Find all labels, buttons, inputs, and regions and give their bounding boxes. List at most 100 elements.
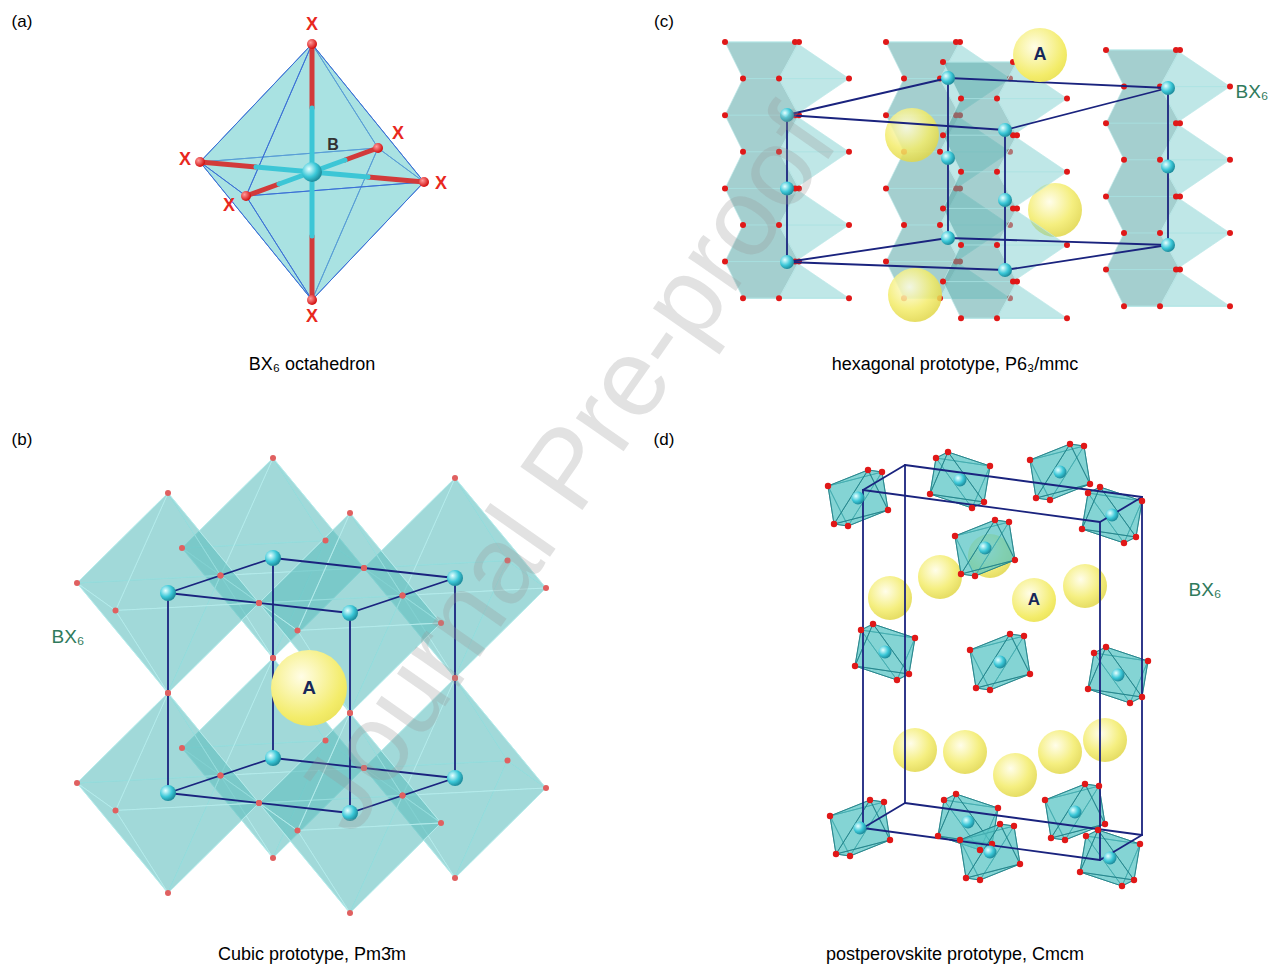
b-atom — [1112, 669, 1125, 682]
x-atom — [1012, 557, 1018, 563]
unit-cell-edge — [350, 778, 455, 813]
x-atom — [1131, 877, 1137, 883]
panel-letter: (c) — [654, 13, 674, 32]
a-atom — [1083, 718, 1127, 762]
octahedron-face — [830, 800, 870, 854]
unit-cell-edge — [1005, 88, 1168, 130]
a-atom — [885, 108, 939, 162]
x-atom — [1064, 96, 1070, 102]
b-atom — [342, 805, 358, 821]
x-atom — [361, 565, 367, 571]
octahedron-face — [200, 44, 312, 196]
x-atom — [969, 505, 975, 511]
chain-face — [779, 42, 849, 298]
x-atom — [1048, 835, 1054, 841]
x-atom — [1085, 686, 1091, 692]
panel-b-cubic — [74, 455, 549, 916]
x-atom — [165, 890, 171, 896]
x-atom — [347, 510, 353, 516]
x-atom — [1042, 797, 1048, 803]
x-atom — [977, 877, 983, 883]
unit-cell-edge — [1100, 497, 1142, 522]
x-atom — [165, 690, 171, 696]
x-atom — [987, 463, 993, 469]
x-atom — [958, 571, 964, 577]
atom-label: X — [392, 124, 404, 144]
unit-cell-edge — [905, 465, 1142, 497]
x-atom — [865, 467, 871, 473]
bx6-octahedron — [1030, 444, 1090, 500]
a-atom — [943, 730, 987, 774]
x-atom — [912, 635, 918, 641]
x-atom — [1102, 821, 1108, 827]
b-atom — [879, 646, 892, 659]
octahedron-face — [1045, 784, 1085, 838]
x-atom — [1103, 644, 1109, 650]
x-atom — [1227, 303, 1233, 309]
x-atom — [400, 593, 406, 599]
x-atom — [1010, 279, 1016, 285]
octahedron-face — [970, 634, 1010, 688]
x-atom — [1017, 861, 1023, 867]
x-atom — [740, 222, 746, 228]
shared-face-edge — [886, 261, 956, 262]
chain-face — [886, 42, 960, 298]
x-atom — [256, 600, 262, 606]
b-atom — [1069, 806, 1082, 819]
shared-face-edge — [886, 42, 956, 43]
x-atom — [1227, 157, 1233, 163]
atom-label: A — [302, 678, 316, 699]
x-atom — [113, 808, 119, 814]
unit-cell-edge — [168, 793, 350, 813]
x-atom — [997, 821, 1003, 827]
watermark: Journal Pre-proof — [272, 85, 859, 851]
b-atom — [979, 542, 992, 555]
unit-cell-edge — [863, 490, 1100, 522]
x-atom — [881, 799, 887, 805]
x-atom — [1091, 650, 1097, 656]
x-atom — [256, 800, 262, 806]
shared-face-edge — [961, 171, 1067, 172]
atom-label: X — [435, 174, 447, 194]
x-atom — [295, 628, 301, 634]
x-atom — [722, 185, 728, 191]
atom-label: X — [306, 15, 318, 35]
bond — [246, 184, 279, 196]
face-sharing-chain — [722, 39, 852, 301]
x-atom — [953, 791, 959, 797]
x-atom — [323, 738, 329, 744]
x-atom — [940, 59, 946, 65]
b-atom — [998, 193, 1012, 207]
x-atom — [1157, 230, 1163, 236]
shared-face-edge — [1106, 123, 1176, 124]
octahedron-face — [259, 803, 350, 913]
shared-face-edge — [1106, 269, 1176, 270]
x-atom — [1103, 267, 1109, 273]
caption: hexagonal prototype, P6₃/mmc — [832, 355, 1078, 375]
bx6-octahedron — [970, 634, 1030, 690]
x-atom — [901, 222, 907, 228]
unit-cell-edge — [904, 465, 906, 803]
octahedron-face — [960, 824, 1000, 878]
x-atom — [958, 96, 964, 102]
x-atom — [933, 455, 939, 461]
x-atom — [1133, 534, 1139, 540]
x-atom — [1173, 267, 1179, 273]
x-atom — [400, 793, 406, 799]
x-atom — [981, 499, 987, 505]
b-atom — [780, 108, 794, 122]
chain-face — [1160, 50, 1230, 306]
b-atom — [160, 585, 176, 601]
shared-face-edge — [725, 42, 795, 43]
x-atom — [270, 455, 276, 461]
shared-face-edge — [743, 225, 849, 226]
x-atom — [195, 157, 205, 167]
panel-letter: (b) — [12, 431, 33, 450]
x-atom — [1127, 700, 1133, 706]
x-atom — [894, 677, 900, 683]
x-atom — [347, 910, 353, 916]
x-atom — [270, 655, 276, 661]
caption: postperovskite prototype, Cmcm — [826, 945, 1084, 965]
x-atom — [1064, 169, 1070, 175]
